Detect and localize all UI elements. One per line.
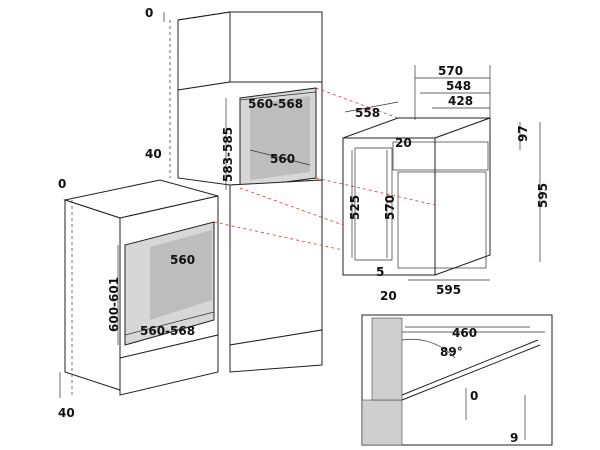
detail-clearance-bottom: 9: [510, 431, 518, 445]
dimension-lines: [59, 12, 541, 440]
detail-door-angle: 89°: [440, 345, 463, 359]
base-top-clearance: 0: [58, 177, 66, 191]
door-detail: [361, 314, 553, 446]
oven-width-top: 570: [438, 64, 463, 78]
connection-lines: [213, 87, 436, 251]
oven-height-front: 97: [516, 125, 530, 142]
base-niche-height: 600-601: [107, 277, 121, 332]
detail-door-depth: 460: [452, 326, 477, 340]
oven-height-total: 595: [536, 183, 550, 208]
oven-width-inner: 428: [448, 94, 473, 108]
oven-width-mid: 548: [446, 79, 471, 93]
base-bottom-clearance: 40: [58, 406, 75, 420]
oven-bottom-depth: 20: [380, 289, 397, 303]
oven: [342, 117, 491, 276]
tall-niche-height: 583-585: [221, 127, 235, 182]
tall-niche-width: 560-568: [248, 97, 303, 111]
base-niche-width: 560-568: [140, 324, 195, 338]
oven-front-width: 595: [436, 283, 461, 297]
tall-top-clearance: 0: [145, 6, 153, 20]
oven-depth: 558: [355, 106, 380, 120]
base-niche-depth: 560: [170, 253, 195, 267]
detail-clearance-top: 0: [470, 389, 478, 403]
oven-front-offset: 20: [395, 136, 412, 150]
base-cabinet: [63, 179, 219, 396]
oven-bottom-offset: 5: [376, 265, 384, 279]
oven-cavity-height: 525: [348, 195, 362, 220]
oven-body-height: 570: [383, 195, 397, 220]
tall-side-clearance: 40: [145, 147, 162, 161]
tall-niche-depth: 560: [270, 152, 295, 166]
